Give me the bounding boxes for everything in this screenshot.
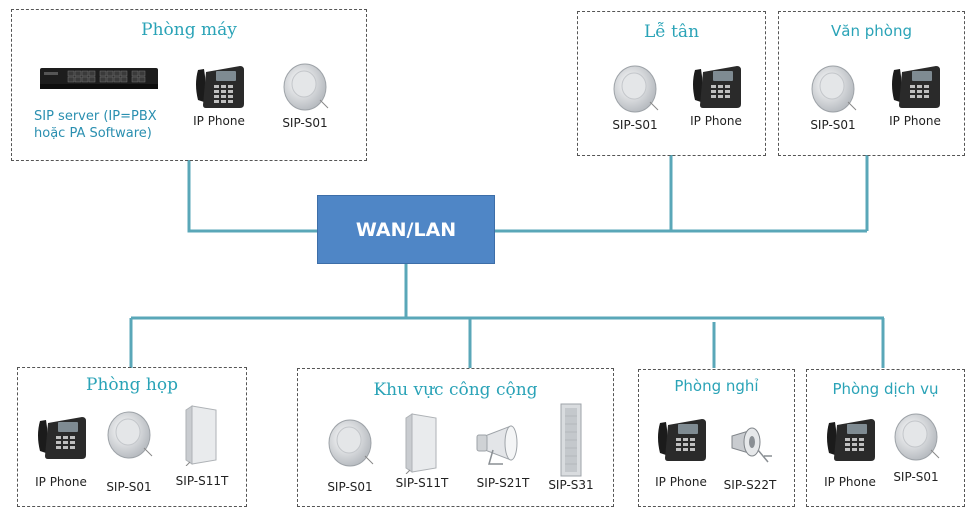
- group-title: Văn phòng: [831, 22, 912, 40]
- wall-speaker-icon: [185, 405, 217, 466]
- group-phong-hop: Phòng họp: [17, 367, 247, 507]
- ip-phone-icon: [658, 419, 706, 461]
- wan-lan-hub: WAN/LAN: [317, 195, 495, 264]
- ceiling-speaker-icon: [107, 411, 153, 459]
- ceiling-speaker-device: SIP-S01: [600, 64, 670, 132]
- ceiling-speaker-icon: [894, 413, 940, 461]
- device-label: IP Phone: [824, 475, 876, 489]
- group-van-phong: Văn phòng: [778, 11, 965, 156]
- ip-phone-icon: [892, 66, 940, 108]
- device-label: SIP-S22T: [723, 478, 777, 492]
- device-label: SIP-S01: [612, 118, 658, 132]
- sip-server-label-line2: hoặc PA Software): [34, 126, 152, 141]
- ceiling-speaker-icon: [283, 63, 329, 111]
- group-title: Phòng họp: [86, 375, 178, 395]
- group-title: Lễ tân: [643, 22, 700, 42]
- horn-speaker-device: SIP-S21T: [470, 420, 536, 490]
- group-khu-vuc-cong-cong: Khu vực công cộng: [297, 368, 614, 507]
- ip-phone-icon: [693, 66, 741, 108]
- group-title: Phòng dịch vụ: [832, 380, 939, 398]
- device-label: SIP-S31: [548, 478, 594, 492]
- column-speaker-device: SIP-S31: [544, 402, 598, 492]
- sip-server-label-line1: SIP server (IP=PBX: [34, 109, 157, 124]
- wall-speaker-icon: [405, 413, 437, 474]
- ip-phone-device: IP Phone: [26, 413, 96, 489]
- ip-phone-icon: [38, 417, 86, 459]
- ip-phone-icon: [827, 419, 875, 461]
- column-speaker-icon: [560, 403, 582, 477]
- sip-server-device: [38, 64, 160, 92]
- ip-phone-device: IP Phone: [815, 415, 885, 489]
- group-le-tan: Lễ tân: [577, 11, 766, 156]
- device-label: SIP-S01: [106, 480, 152, 494]
- ceiling-speaker-device: SIP-S01: [798, 64, 868, 132]
- group-phong-nghi: Phòng nghỉ: [638, 369, 795, 507]
- horn-speaker-icon: [731, 427, 772, 463]
- ip-phone-device: IP Phone: [681, 62, 751, 128]
- device-label: IP Phone: [690, 114, 742, 128]
- wan-lan-label: WAN/LAN: [355, 218, 457, 241]
- group-phong-dich-vu: Phòng dịch vụ: [806, 369, 965, 507]
- ip-phone-icon: [196, 66, 244, 108]
- ip-phone-device: IP Phone: [184, 62, 254, 128]
- group-title: Phòng nghỉ: [674, 377, 759, 395]
- device-label: SIP-S11T: [175, 474, 229, 488]
- ceiling-speaker-device: SIP-S01: [270, 62, 340, 130]
- device-label: IP Phone: [889, 114, 941, 128]
- ceiling-speaker-icon: [613, 65, 659, 113]
- device-label: SIP-S01: [327, 480, 373, 494]
- server-rack-icon: [40, 68, 158, 89]
- ip-phone-device: IP Phone: [646, 415, 716, 489]
- group-title: Khu vực công cộng: [373, 380, 538, 400]
- device-label: SIP-S01: [282, 116, 328, 130]
- ceiling-speaker-icon: [811, 65, 857, 113]
- device-label: IP Phone: [655, 475, 707, 489]
- line-phong-may: [187, 160, 317, 233]
- device-label: SIP-S01: [810, 118, 856, 132]
- ip-phone-device: IP Phone: [880, 62, 950, 128]
- ceiling-speaker-device: SIP-S01: [97, 410, 161, 494]
- horn-speaker-icon: [476, 425, 518, 465]
- ceiling-speaker-device: SIP-S01: [318, 418, 382, 494]
- device-label: SIP-S21T: [476, 476, 530, 490]
- device-label: IP Phone: [193, 114, 245, 128]
- ceiling-speaker-icon: [328, 419, 374, 467]
- horn-speaker-device: SIP-S22T: [718, 420, 782, 492]
- device-label: SIP-S11T: [395, 476, 449, 490]
- device-label: IP Phone: [35, 475, 87, 489]
- wall-speaker-device: SIP-S11T: [390, 412, 454, 490]
- group-phong-may: Phòng máy: [11, 9, 367, 161]
- sip-server-label: SIP server (IP=PBX hoặc PA Software): [34, 108, 184, 142]
- device-label: SIP-S01: [893, 470, 939, 484]
- group-title: Phòng máy: [141, 20, 237, 40]
- wall-speaker-device: SIP-S11T: [170, 404, 234, 488]
- ceiling-speaker-device: SIP-S01: [884, 412, 948, 484]
